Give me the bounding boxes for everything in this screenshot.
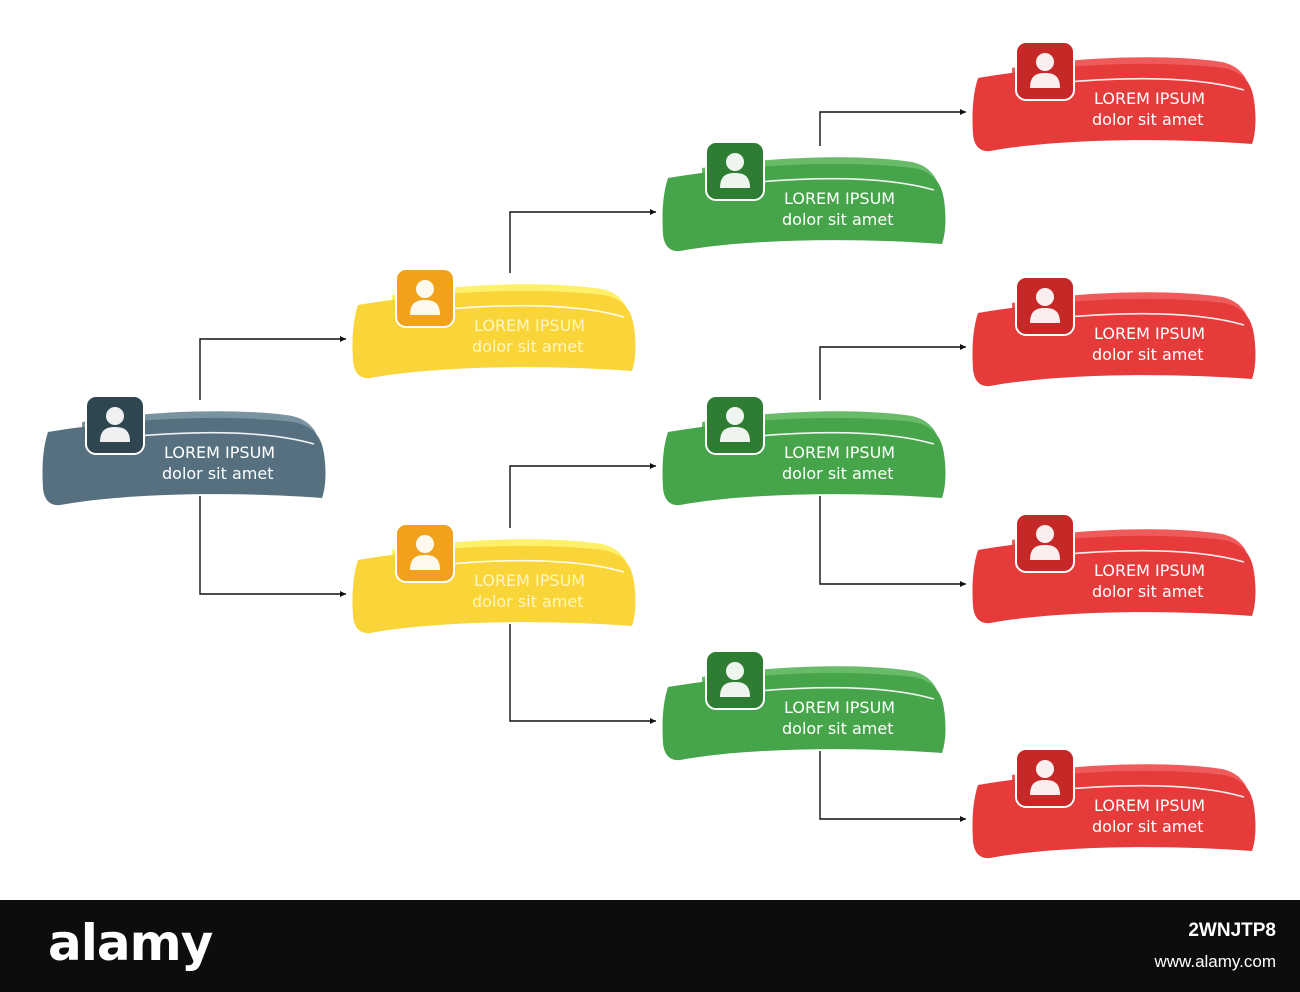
node-title: LOREM IPSUM <box>784 189 895 208</box>
node-accent-line <box>447 304 625 318</box>
org-node-root: LOREM IPSUM dolor sit amet <box>42 395 326 506</box>
person-icon <box>395 268 455 328</box>
node-subtitle: dolor sit amet <box>782 464 894 483</box>
node-subtitle: dolor sit amet <box>1092 110 1204 129</box>
person-icon <box>1015 513 1075 573</box>
org-node-g1: LOREM IPSUM dolor sit amet <box>662 141 946 252</box>
connector-arrow <box>819 496 966 587</box>
node-accent-line <box>1067 549 1245 563</box>
person-icon <box>1015 276 1075 336</box>
node-title: LOREM IPSUM <box>164 443 275 462</box>
node-title: LOREM IPSUM <box>784 698 895 717</box>
node-accent-line <box>757 177 935 191</box>
person-icon <box>1015 748 1075 808</box>
node-subtitle: dolor sit amet <box>162 464 274 483</box>
node-subtitle: dolor sit amet <box>1092 582 1204 601</box>
node-accent-line <box>137 431 315 445</box>
org-node-y2: LOREM IPSUM dolor sit amet <box>352 523 636 634</box>
connector-arrow <box>509 209 656 273</box>
node-accent-line <box>447 559 625 573</box>
connector-arrow <box>819 751 966 822</box>
node-title: LOREM IPSUM <box>1094 324 1205 343</box>
connector-arrow <box>819 109 966 146</box>
node-subtitle: dolor sit amet <box>782 719 894 738</box>
org-node-r2: LOREM IPSUM dolor sit amet <box>972 276 1256 387</box>
node-accent-line <box>1067 77 1245 91</box>
node-title: LOREM IPSUM <box>474 316 585 335</box>
org-node-y1: LOREM IPSUM dolor sit amet <box>352 268 636 379</box>
connector-layer <box>199 109 966 822</box>
connector-arrow <box>509 463 656 528</box>
node-accent-line <box>757 686 935 700</box>
node-accent-line <box>757 431 935 445</box>
node-accent-line <box>1067 312 1245 326</box>
node-subtitle: dolor sit amet <box>1092 345 1204 364</box>
person-icon <box>705 650 765 710</box>
connector-arrow <box>199 496 346 597</box>
node-title: LOREM IPSUM <box>784 443 895 462</box>
node-title: LOREM IPSUM <box>1094 796 1205 815</box>
brand-logo: alamy <box>48 914 213 972</box>
node-title: LOREM IPSUM <box>474 571 585 590</box>
node-accent-line <box>1067 784 1245 798</box>
connector-arrow <box>199 336 346 400</box>
person-icon <box>395 523 455 583</box>
connector-arrow <box>819 344 966 400</box>
image-id: 2WNJTP8 <box>1188 920 1276 941</box>
person-icon <box>85 395 145 455</box>
org-node-g2: LOREM IPSUM dolor sit amet <box>662 395 946 506</box>
node-title: LOREM IPSUM <box>1094 89 1205 108</box>
node-subtitle: dolor sit amet <box>782 210 894 229</box>
org-node-r1: LOREM IPSUM dolor sit amet <box>972 41 1256 152</box>
node-subtitle: dolor sit amet <box>1092 817 1204 836</box>
org-node-r4: LOREM IPSUM dolor sit amet <box>972 748 1256 859</box>
node-subtitle: dolor sit amet <box>472 592 584 611</box>
org-node-r3: LOREM IPSUM dolor sit amet <box>972 513 1256 624</box>
connector-arrow <box>509 624 656 724</box>
org-node-g3: LOREM IPSUM dolor sit amet <box>662 650 946 761</box>
person-icon <box>1015 41 1075 101</box>
person-icon <box>705 141 765 201</box>
site-url: www.alamy.com <box>1154 952 1276 971</box>
node-subtitle: dolor sit amet <box>472 337 584 356</box>
person-icon <box>705 395 765 455</box>
node-title: LOREM IPSUM <box>1094 561 1205 580</box>
watermark-footer: alamy 2WNJTP8 www.alamy.com <box>0 900 1300 992</box>
